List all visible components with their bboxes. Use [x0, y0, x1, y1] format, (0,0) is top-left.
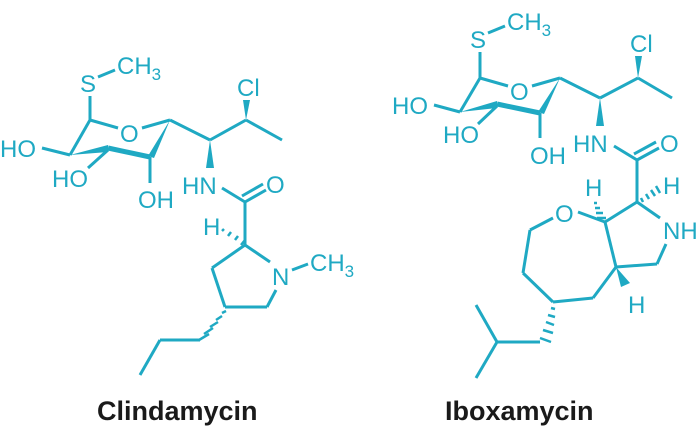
- ibox-hydroxyl-3: OH: [530, 143, 566, 170]
- ibox-ring-oxygen: O: [510, 79, 529, 106]
- iboxamycin-structure: S CH3 O HO HO OH Cl HN O H: [392, 9, 698, 379]
- clin-hydroxyl-1: HO: [0, 136, 36, 163]
- clin-sulfur-atom: S: [80, 71, 96, 98]
- clin-chlorine-atom: Cl: [237, 75, 260, 102]
- clindamycin-structure: S CH3 O HO HO OH Cl HN O: [0, 53, 354, 376]
- clin-ring-nitrogen: N: [272, 264, 289, 291]
- clin-ring-oxygen: O: [120, 121, 139, 148]
- clin-methyl-label: CH3: [117, 53, 161, 84]
- clin-hydroxyl-2: HO: [52, 166, 88, 193]
- clin-alpha-hydrogen: H: [203, 214, 220, 241]
- ibox-hydroxyl-2: HO: [443, 122, 479, 149]
- ibox-top-hydrogen: H: [585, 175, 602, 202]
- clin-hydroxyl-3: OH: [138, 187, 174, 214]
- ibox-chlorine-atom: Cl: [630, 31, 653, 58]
- clin-n-methyl-label: CH3: [310, 250, 354, 281]
- clin-amide-nh: HN: [182, 173, 217, 200]
- ibox-oxepane-oxygen: O: [555, 201, 574, 228]
- ibox-carbonyl-oxygen: O: [660, 131, 679, 158]
- ibox-sulfur-atom: S: [470, 27, 486, 54]
- clin-carbonyl-oxygen: O: [266, 172, 285, 199]
- ibox-alpha-hydrogen: H: [663, 173, 680, 200]
- ibox-hydroxyl-1: HO: [392, 93, 428, 120]
- ibox-methyl-label: CH3: [507, 9, 551, 40]
- ibox-bottom-hydrogen: H: [628, 292, 645, 319]
- ibox-ring-nh: NH: [663, 218, 698, 245]
- iboxamycin-label: Iboxamycin: [445, 396, 594, 426]
- clindamycin-label: Clindamycin: [97, 396, 258, 426]
- ibox-amide-nh: HN: [573, 131, 608, 158]
